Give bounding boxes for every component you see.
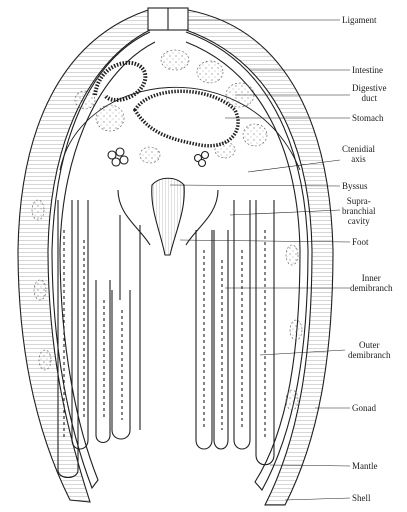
- stomach: [135, 91, 238, 146]
- gill-right: [196, 200, 274, 465]
- label-foot: Foot: [352, 237, 369, 247]
- label-mantle: Mantle: [352, 461, 378, 471]
- label-ligament: Ligament: [342, 15, 377, 25]
- label-byssus: Byssus: [342, 181, 368, 191]
- label-gonad: Gonad: [352, 403, 376, 413]
- label-intestine: Intestine: [352, 65, 383, 75]
- shell-right: [186, 10, 333, 505]
- label-stomach: Stomach: [352, 113, 384, 123]
- foot: [152, 178, 185, 255]
- label-shell: Shell: [352, 493, 371, 503]
